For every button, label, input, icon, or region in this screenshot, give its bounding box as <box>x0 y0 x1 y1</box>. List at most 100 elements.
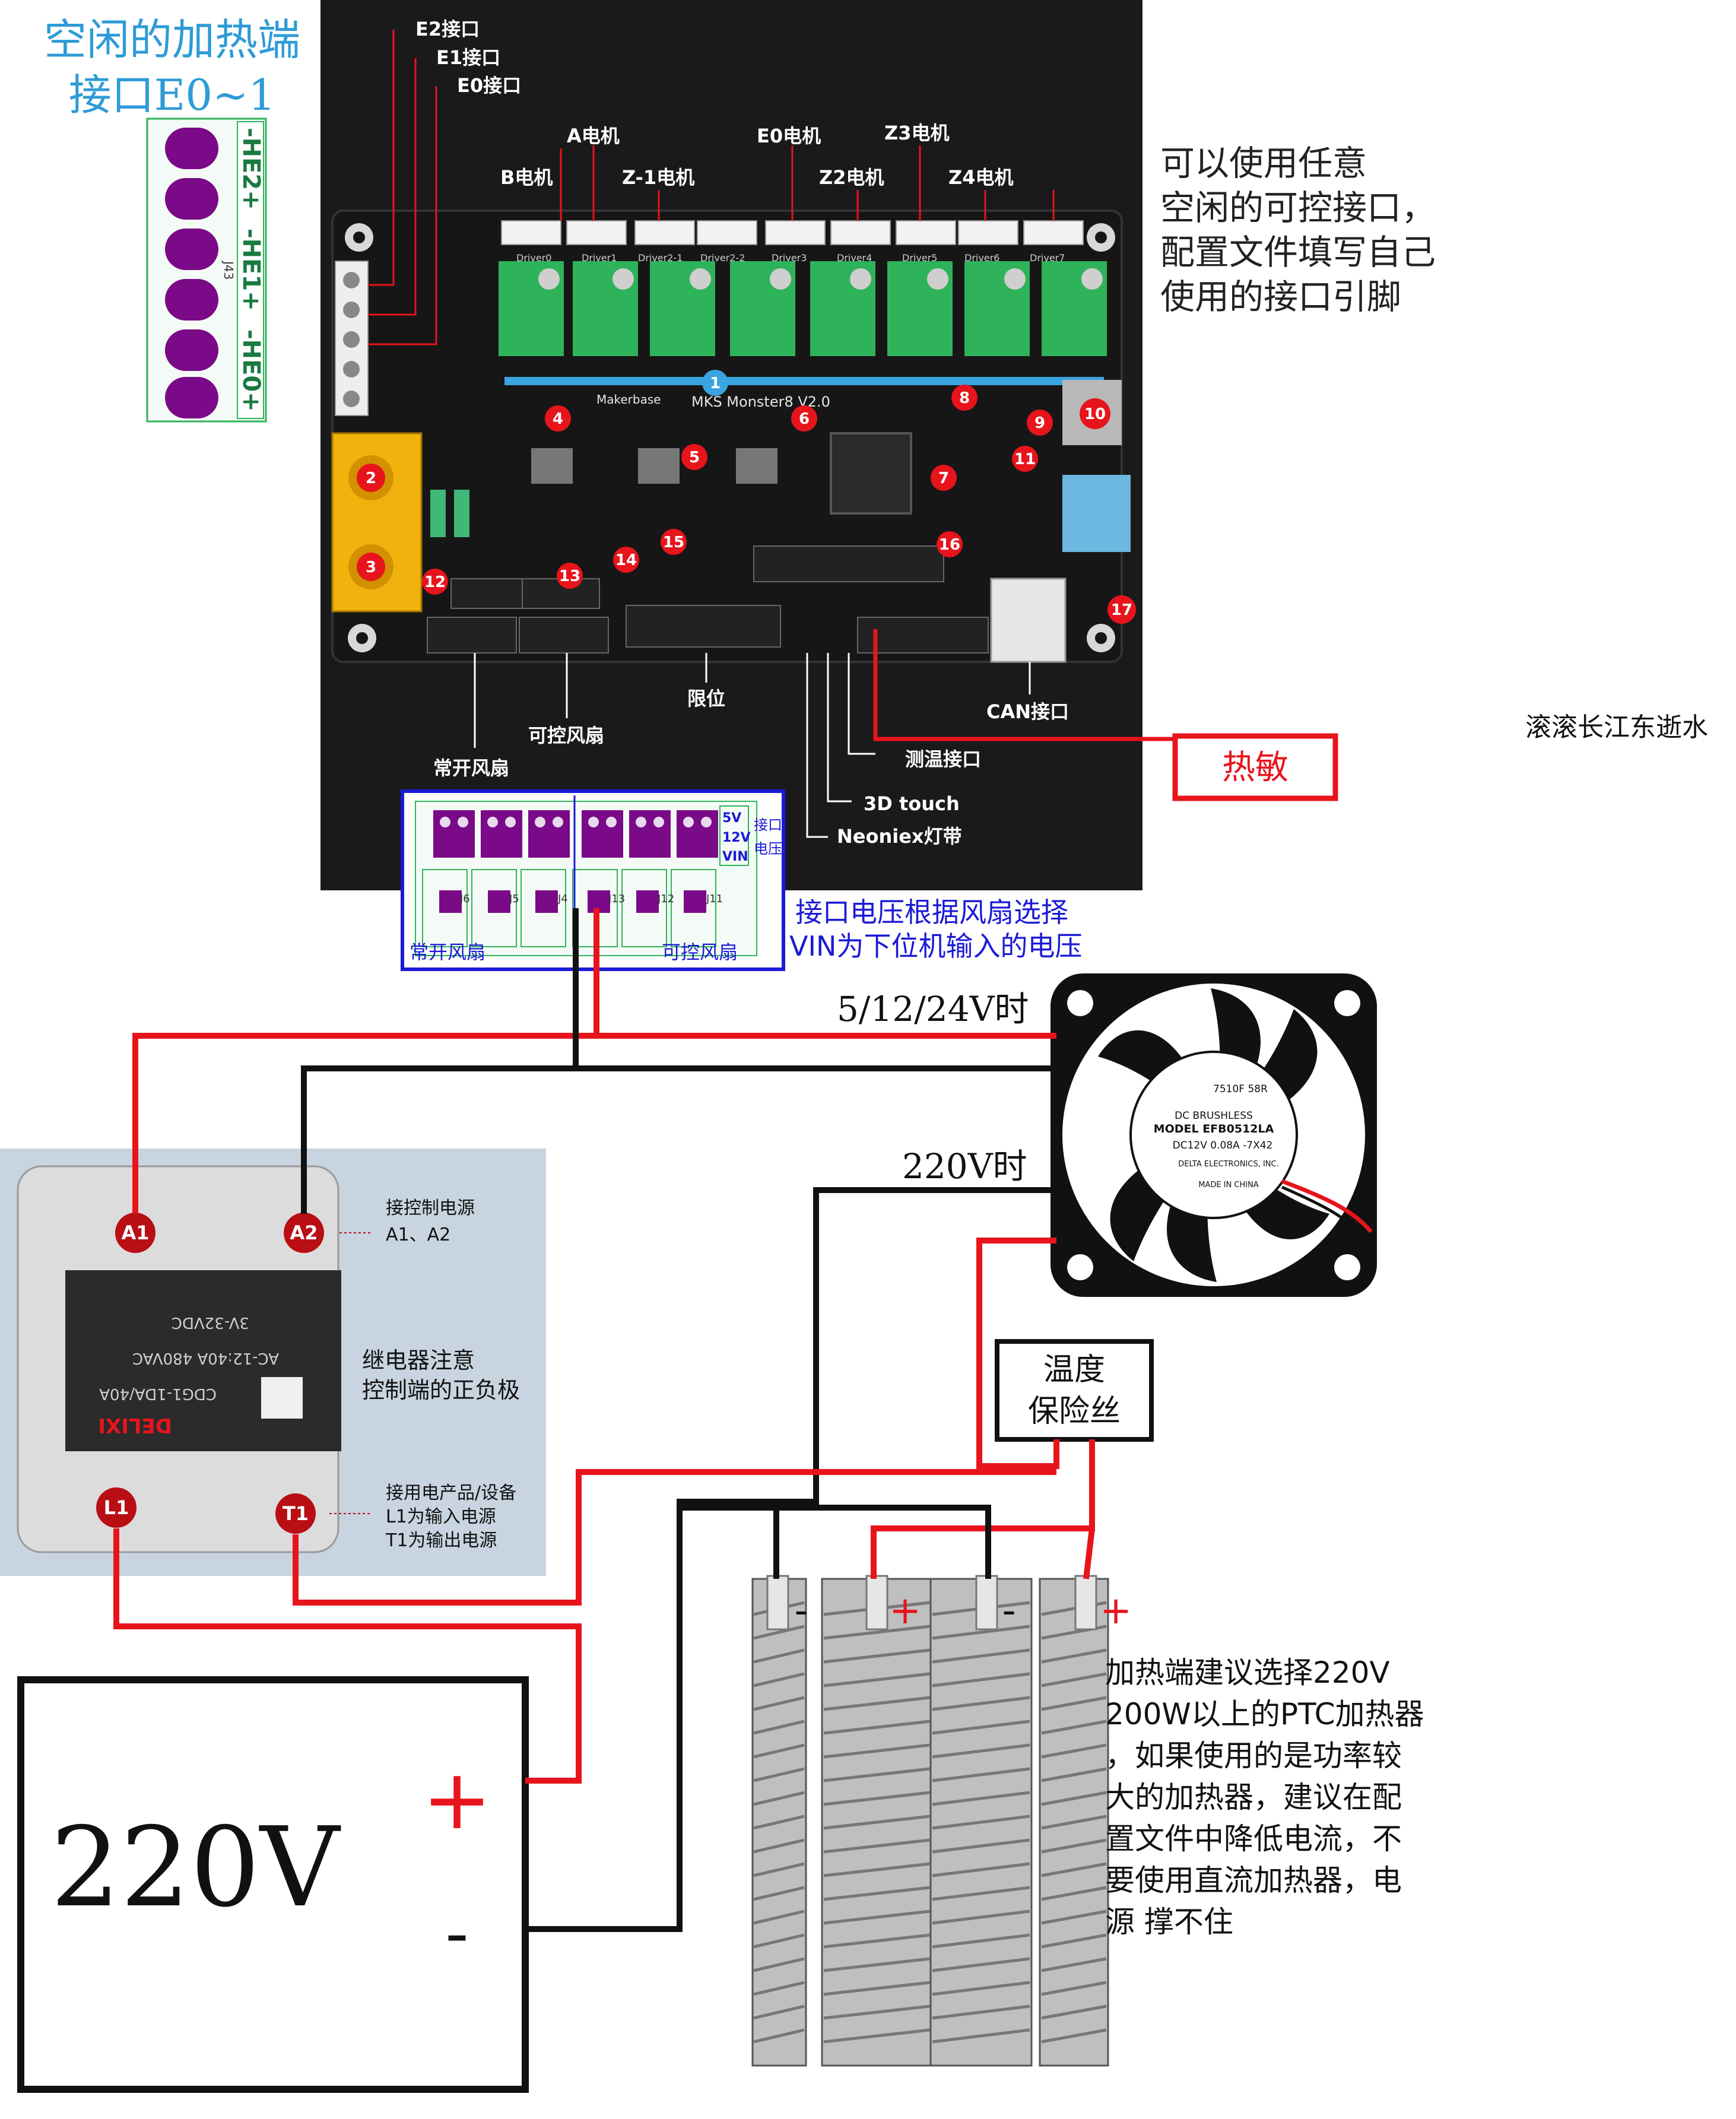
badge-8: 8 <box>959 389 970 407</box>
power-supply-plus: + <box>422 1752 491 1848</box>
label-e1-port: E1接口 <box>436 46 500 69</box>
badge-11: 11 <box>1014 451 1036 468</box>
right-note-2: 空闲的可控接口， <box>1160 188 1436 228</box>
relay-note-l-1: 接用电产品/设备 <box>386 1483 516 1503</box>
terminal-he1-b <box>165 279 218 321</box>
badge-3: 3 <box>366 559 376 576</box>
fan-box-left-label: 常开风扇 <box>410 941 485 963</box>
mainboard: Driver0 Driver1 Driver2-1 Driver2-2 Driv… <box>320 0 1142 890</box>
driver-label-2: Driver2-1 <box>638 252 683 264</box>
label-neopixel: Neoniex灯带 <box>837 825 962 848</box>
fan-rating: DC12V 0.08A -7X42 <box>1173 1140 1273 1152</box>
fan-ref-j4: J4 <box>557 893 568 905</box>
fan-ref-j13: J13 <box>608 893 625 905</box>
relay-note-l-2: L1为输入电源 <box>386 1506 496 1527</box>
power-supply-label: 220V <box>50 1803 341 1931</box>
heater-note-7: 源 撑不住 <box>1105 1905 1233 1939</box>
badge-1: 1 <box>710 375 721 392</box>
relay-model: CDG1-1DA/40A <box>99 1385 217 1403</box>
fan-origin: MADE IN CHINA <box>1198 1181 1259 1189</box>
label-3d-touch: 3D touch <box>864 792 960 815</box>
badge-10: 10 <box>1084 405 1106 423</box>
pin-label-he1: -HE1+ <box>237 229 265 311</box>
label-e2-port: E2接口 <box>415 18 480 40</box>
relay-a2: A2 <box>290 1222 318 1244</box>
heater-pole-4: + <box>1100 1589 1132 1633</box>
badge-14: 14 <box>615 551 637 569</box>
relay-spec-load: AC-12:40A 480VAC <box>132 1349 279 1367</box>
heater-connector: 空闲的加热端 接口E0~1 -HE2+ -HE1+ -HE0+ J43 <box>44 15 300 423</box>
fuse-box-line2: 保险丝 <box>1028 1394 1121 1429</box>
right-note-3: 配置文件填写自己 <box>1160 232 1436 272</box>
fan-label-high: 220V时 <box>902 1146 1027 1187</box>
relay-a1: A1 <box>121 1222 149 1244</box>
fuse-box <box>995 1339 1154 1442</box>
board-brand: Makerbase <box>596 392 661 407</box>
fan-model: MODEL EFB0512LA <box>1154 1122 1274 1135</box>
heater-note-1: 加热端建议选择220V <box>1105 1655 1390 1690</box>
relay-note-mid-2: 控制端的正负极 <box>362 1377 520 1403</box>
terminal-he0-a <box>165 329 218 371</box>
driver-label-4: Driver3 <box>772 252 807 264</box>
label-thermistor-port: 测温接口 <box>905 748 981 770</box>
wires <box>113 908 1095 1932</box>
terminal-he2-b <box>165 178 218 220</box>
driver-label-1: Driver1 <box>582 252 617 264</box>
fuse-box-line1: 温度 <box>1043 1352 1105 1388</box>
fan: 7510F 58R DC BRUSHLESS MODEL EFB0512LA D… <box>1051 973 1377 1297</box>
driver-label-6: Driver5 <box>902 252 937 264</box>
fan-header-box: J6 J5 J4 J13 J12 J11 5V 12V VIN 接口 电压 常开… <box>401 789 785 971</box>
label-limit: 限位 <box>687 687 725 710</box>
relay-note-a-2: A1、A2 <box>386 1225 450 1245</box>
badge-16: 16 <box>939 536 960 554</box>
power-supply-minus: - <box>445 1895 469 1971</box>
right-note-1: 可以使用任意 <box>1160 143 1367 183</box>
badges: 1 2 3 4 5 6 7 8 9 10 11 12 13 14 15 16 1… <box>357 370 1136 624</box>
relay: 3V-32VDC AC-12:40A 480VAC CDG1-1DA/40A D… <box>0 1149 546 1576</box>
badge-4: 4 <box>553 410 563 428</box>
fan-ref-j6: J6 <box>459 893 470 905</box>
heater-note-4: 大的加热器，建议在配 <box>1105 1780 1402 1815</box>
fan-ref-j11: J11 <box>706 893 723 905</box>
voltage-note-2: VIN为下位机输入的电压 <box>789 930 1082 962</box>
label-a-motor: A电机 <box>567 125 620 147</box>
badge-13: 13 <box>559 567 580 585</box>
thermistor-box-label: 热敏 <box>1222 748 1288 787</box>
can-port <box>990 578 1067 663</box>
terminal-he0-b <box>165 377 218 418</box>
fan-label-low: 5/12/24V时 <box>837 989 1029 1029</box>
badge-17: 17 <box>1111 601 1132 619</box>
fan-code: 7510F 58R <box>1213 1083 1268 1095</box>
volt-opt-5v: 5V <box>722 811 741 826</box>
heater-connector-title-2: 接口E0~1 <box>69 70 276 120</box>
connector-ref: J43 <box>221 260 236 280</box>
label-e0-motor: E0电机 <box>757 125 821 147</box>
label-can: CAN接口 <box>986 700 1069 723</box>
fan-ref-j12: J12 <box>657 893 674 905</box>
heater-note-6: 要使用直流加热器，电 <box>1105 1863 1402 1898</box>
volt-opt-vin: VIN <box>722 849 748 864</box>
heater-pole-3: - <box>1002 1589 1015 1633</box>
signature: 滚滚长江东逝水 <box>1525 712 1708 743</box>
relay-note-a-1: 接控制电源 <box>386 1198 475 1219</box>
fan-ref-j5: J5 <box>509 893 519 905</box>
label-always-fan: 常开风扇 <box>433 757 509 779</box>
heater-connector-title-1: 空闲的加热端 <box>44 15 300 65</box>
heater-note-2: 200W以上的PTC加热器 <box>1105 1697 1424 1731</box>
relay-brand: DELIXI <box>98 1413 172 1437</box>
pin-label-he2: -HE2+ <box>237 128 265 210</box>
label-z4-motor: Z4电机 <box>948 166 1013 189</box>
label-z3-motor: Z3电机 <box>884 122 949 144</box>
power-supply: 220V + - <box>17 1676 529 2093</box>
fan-box-right-label: 可控风扇 <box>662 941 738 963</box>
heater-note-3: ，如果使用的是功率较 <box>1105 1739 1402 1773</box>
heater-pole-1: - <box>794 1589 808 1633</box>
usb-port <box>1062 475 1131 552</box>
badge-9: 9 <box>1034 414 1045 432</box>
driver-row <box>499 261 1107 356</box>
right-note-4: 使用的接口引脚 <box>1160 277 1401 317</box>
relay-t1: T1 <box>283 1502 309 1525</box>
badge-5: 5 <box>689 449 700 467</box>
fan-box-side-2: 电压 <box>754 840 782 857</box>
